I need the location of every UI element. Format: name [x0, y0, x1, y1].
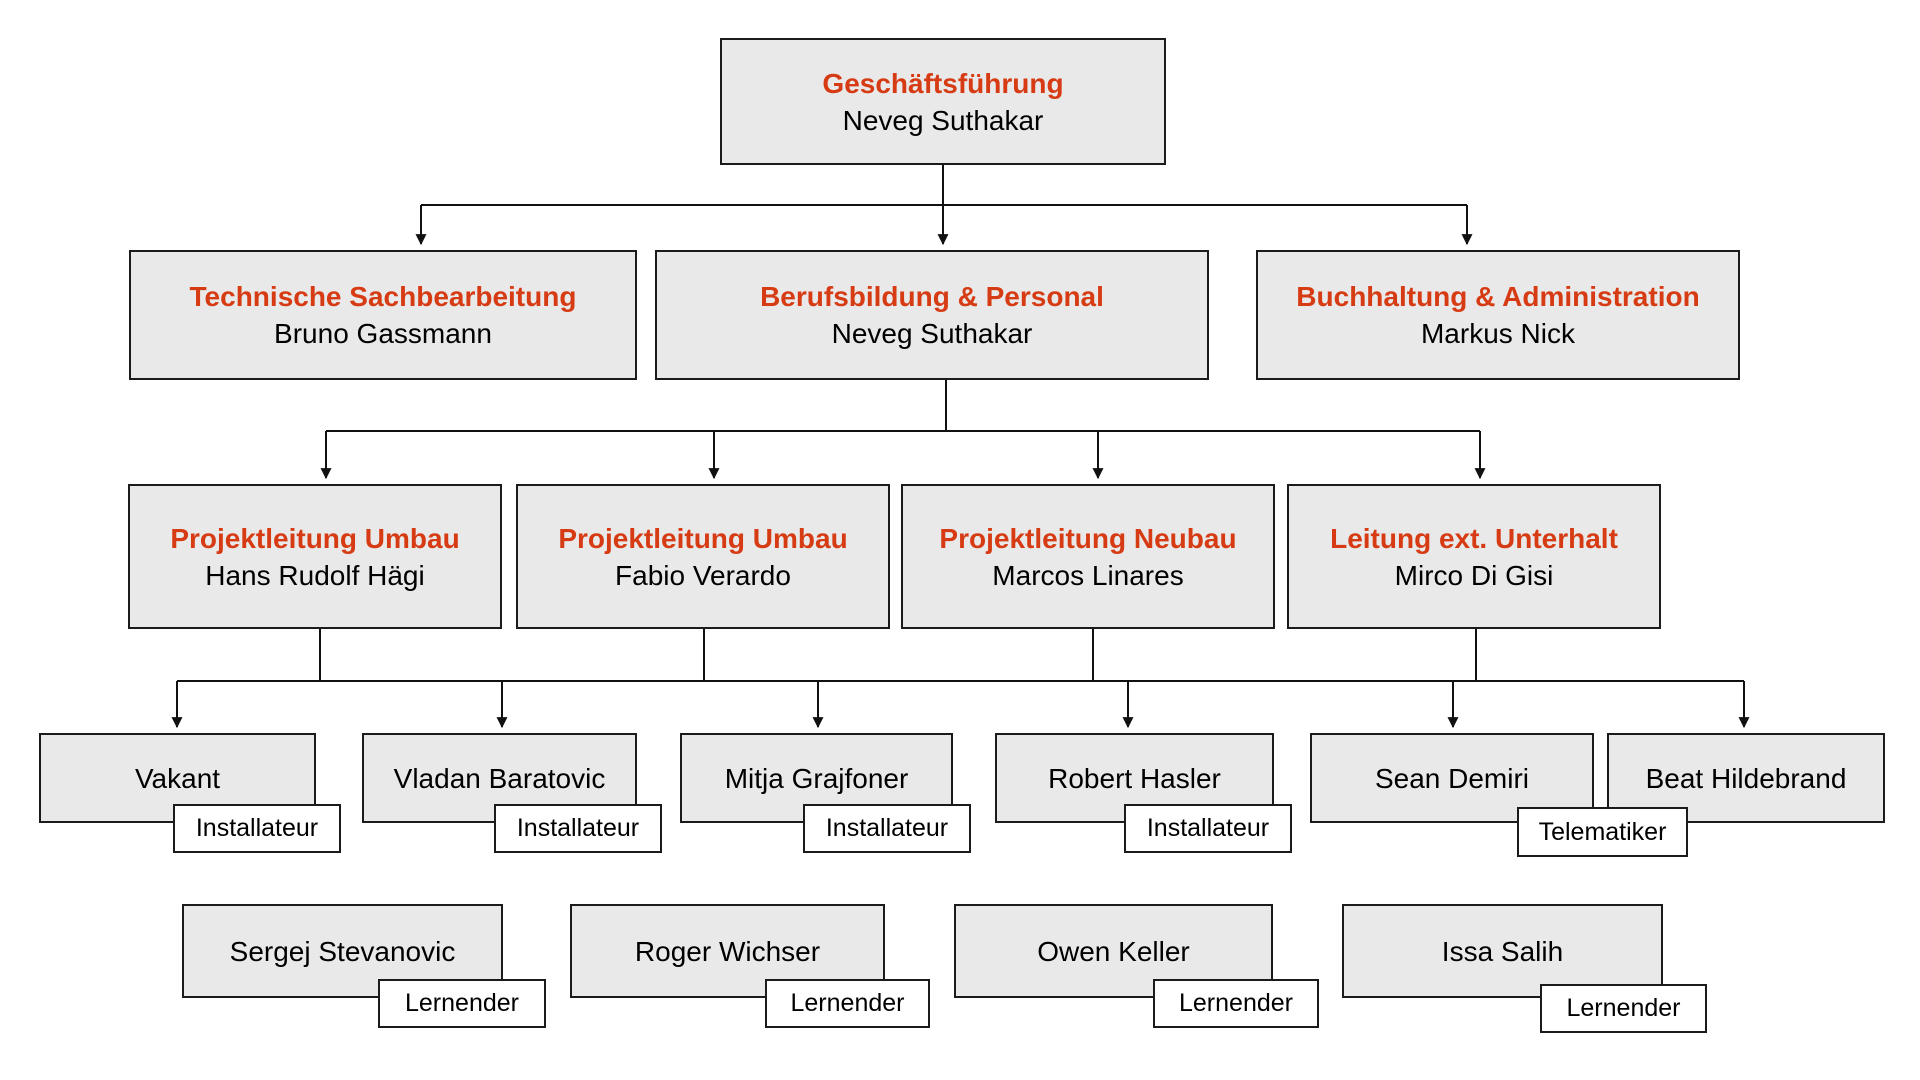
box-name: Owen Keller	[1037, 935, 1190, 967]
box-name: Issa Salih	[1441, 935, 1564, 967]
box-leitung-ext-unterhalt: Leitung ext. Unterhalt Mirco Di Gisi	[1287, 484, 1661, 629]
box-title: Berufsbildung & Personal	[760, 281, 1104, 312]
box-name: Vladan Baratovic	[393, 762, 606, 794]
box-buchhaltung-administration: Buchhaltung & Administration Markus Nick	[1256, 250, 1740, 380]
box-geschaeftsfuehrung: Geschäftsführung Neveg Suthakar	[720, 38, 1166, 165]
connector-level3-level4	[171, 629, 1750, 729]
box-berufsbildung-personal: Berufsbildung & Personal Neveg Suthakar	[655, 250, 1209, 380]
box-name: Marcos Linares	[992, 559, 1184, 591]
box-name: Mitja Grajfoner	[724, 762, 909, 794]
box-name: Beat Hildebrand	[1645, 762, 1847, 794]
box-title: Projektleitung Umbau	[170, 522, 460, 554]
box-name: Vakant	[134, 762, 221, 794]
box-name: Neveg Suthakar	[842, 104, 1044, 136]
connector-level2-level3	[320, 380, 1486, 480]
box-title: Buchhaltung & Administration	[1296, 281, 1700, 312]
tag-installateur-mitja: Installateur	[803, 804, 971, 853]
box-name: Neveg Suthakar	[831, 318, 1033, 349]
box-title: Technische Sachbearbeitung	[189, 281, 577, 312]
box-roger-wichser: Roger Wichser	[570, 904, 885, 998]
tag-installateur-robert: Installateur	[1124, 804, 1292, 853]
box-name: Hans Rudolf Hägi	[205, 559, 425, 591]
box-name: Bruno Gassmann	[274, 318, 492, 349]
box-projektleitung-umbau-2: Projektleitung Umbau Fabio Verardo	[516, 484, 890, 629]
tag-lernender-roger: Lernender	[765, 979, 930, 1028]
tag-telematiker: Telematiker	[1517, 807, 1688, 857]
box-name: Fabio Verardo	[615, 559, 791, 591]
box-name: Roger Wichser	[634, 935, 821, 967]
box-technische-sachbearbeitung: Technische Sachbearbeitung Bruno Gassman…	[129, 250, 637, 380]
tag-lernender-sergej: Lernender	[378, 979, 546, 1028]
box-name: Sean Demiri	[1374, 762, 1530, 794]
box-title: Projektleitung Umbau	[558, 522, 848, 554]
box-name: Mirco Di Gisi	[1394, 559, 1554, 591]
box-projektleitung-neubau: Projektleitung Neubau Marcos Linares	[901, 484, 1275, 629]
tag-lernender-owen: Lernender	[1153, 979, 1319, 1028]
box-title: Leitung ext. Unterhalt	[1330, 522, 1618, 554]
box-title: Geschäftsführung	[822, 67, 1064, 99]
box-name: Markus Nick	[1420, 318, 1575, 349]
box-issa-salih: Issa Salih	[1342, 904, 1663, 998]
tag-lernender-issa: Lernender	[1540, 984, 1707, 1033]
tag-installateur-vladan: Installateur	[494, 804, 662, 853]
connector-level1-level2	[415, 165, 1473, 246]
box-name: Robert Hasler	[1048, 762, 1221, 794]
box-projektleitung-umbau-1: Projektleitung Umbau Hans Rudolf Hägi	[128, 484, 502, 629]
tag-installateur-vakant: Installateur	[173, 804, 341, 853]
box-name: Sergej Stevanovic	[229, 935, 456, 967]
box-title: Projektleitung Neubau	[939, 522, 1237, 554]
